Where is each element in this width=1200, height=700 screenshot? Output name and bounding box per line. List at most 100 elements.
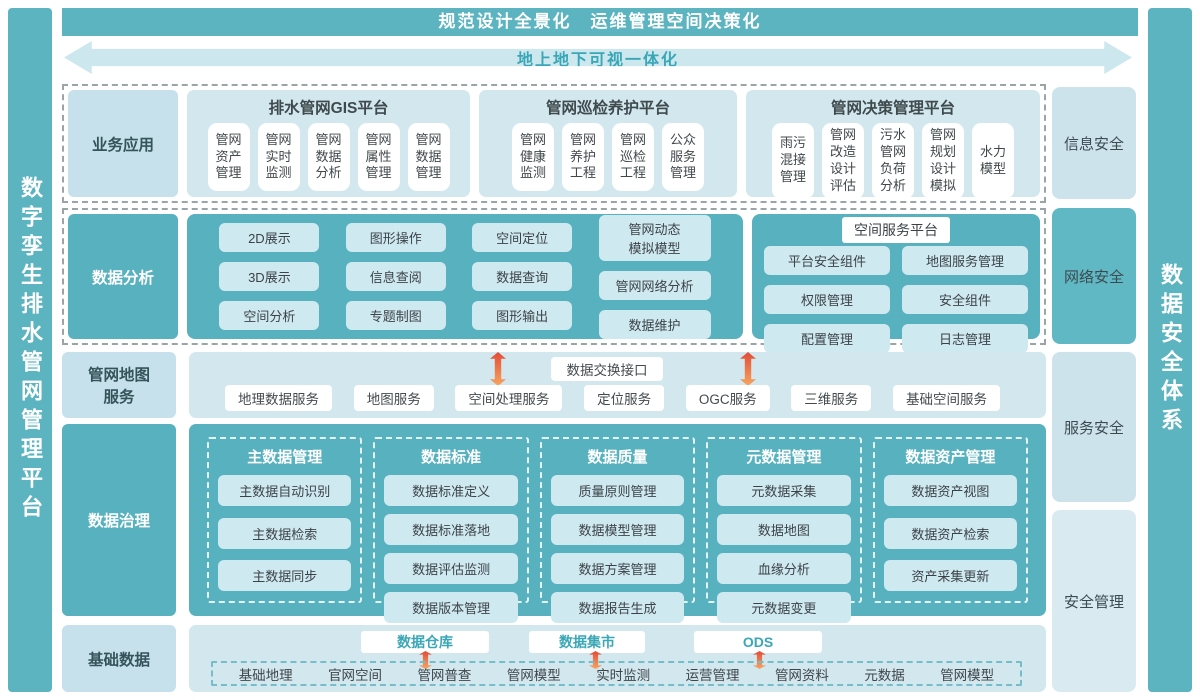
business-app-box: 管网 数据 管理: [407, 123, 450, 191]
spatial-service-box: 安全组件: [902, 285, 1028, 314]
governance-box: 元数据变更: [717, 592, 851, 623]
map-service-box: OGC服务: [685, 385, 770, 411]
governance-box: 数据资产视图: [883, 475, 1018, 506]
governance-column-title: 数据资产管理: [905, 449, 996, 466]
governance-column-items: 元数据采集数据地图血缘分析元数据变更: [717, 475, 851, 623]
governance-box: 数据版本管理: [384, 592, 518, 623]
governance-box: 数据标准落地: [384, 514, 518, 545]
business-app-box: 管网 规划 设计 模拟: [922, 123, 964, 199]
row-base-data: 基础数据 数据仓库 数据集市 ODS 基础地理官网空间管网普查管网模型实时监测运…: [62, 625, 1046, 692]
governance-box: 资产采集更新: [883, 560, 1018, 591]
governance-box: 数据评估监测: [384, 553, 518, 584]
platform-gis-title: 排水管网GIS平台: [268, 100, 389, 117]
platform-gis-items: 管网 资产 管理管网 实时 监测管网 数据 分析管网 属性 管理管网 数据 管理: [191, 123, 466, 191]
governance-column-data-standard: 数据标准 数据标准定义数据标准落地数据评估监测数据版本管理: [373, 437, 529, 623]
left-title-bar: 数字孪生排水管网管理平台: [8, 8, 52, 692]
spatial-service-box: 平台安全组件: [764, 246, 890, 275]
platform-gis: 排水管网GIS平台 管网 资产 管理管网 实时 监测管网 数据 分析管网 属性 …: [187, 90, 470, 197]
base-data-item: 官网空间: [328, 667, 383, 683]
analysis-box: 图形操作: [345, 223, 446, 252]
map-service-box: 三维服务: [791, 385, 872, 411]
data-exchange-interface-box: 数据交换接口: [551, 357, 663, 381]
governance-box: 数据标准定义: [384, 475, 518, 506]
base-data-panel: 数据仓库 数据集市 ODS 基础地理官网空间管网普查管网模型实时监测运营管理管网…: [189, 625, 1046, 692]
row-business-applications: 业务应用 排水管网GIS平台 管网 资产 管理管网 实时 监测管网 数据 分析管…: [62, 84, 1046, 203]
map-service-box: 地理数据服务: [225, 385, 332, 411]
data-mart-box: 数据集市: [529, 631, 645, 653]
map-service-box: 空间处理服务: [455, 385, 563, 411]
platform-title-vertical: 数字孪生排水管网管理平台: [18, 176, 43, 524]
row-data-governance: 数据治理 主数据管理 主数据自动识别主数据检索主数据同步 数据标准 数据标准定义…: [62, 424, 1046, 623]
security-box-service: 服务安全: [1052, 352, 1136, 502]
business-app-box: 管网 养护 工程: [562, 123, 604, 191]
base-data-items: 基础地理官网空间管网普查管网模型实时监测运营管理管网资料元数据管网模型: [211, 661, 1022, 686]
business-app-box: 管网 改造 设计 评估: [822, 123, 864, 199]
exchange-arrow-icon: [740, 352, 756, 386]
business-app-box: 管网 健康 监测: [512, 123, 554, 191]
governance-box: 质量原则管理: [550, 475, 685, 506]
analysis-box: 2D展示: [219, 223, 320, 252]
governance-box: 数据资产检索: [883, 517, 1018, 549]
governance-column-items: 质量原则管理数据模型管理数据方案管理数据报告生成: [550, 475, 685, 623]
governance-column-metadata: 元数据管理 元数据采集数据地图血缘分析元数据变更: [706, 437, 862, 623]
spatial-service-box: 地图服务管理: [902, 246, 1028, 275]
analysis-box: 数据查询: [472, 262, 573, 291]
horizontal-arrow-banner: 地上地下可视一体化: [64, 41, 1132, 74]
base-data-item: 实时监测: [596, 667, 651, 683]
spatial-service-column-1: 平台安全组件权限管理配置管理: [764, 246, 890, 353]
platform-decision-title: 管网决策管理平台: [830, 100, 955, 117]
governance-box: 主数据同步: [218, 560, 352, 591]
governance-column-items: 数据资产视图数据资产检索资产采集更新: [883, 475, 1018, 591]
spatial-service-box: 日志管理: [902, 324, 1028, 353]
business-app-box: 水力 模型: [972, 123, 1014, 199]
governance-box: 数据模型管理: [550, 514, 685, 545]
governance-column-title: 元数据管理: [746, 449, 822, 466]
analysis-box: 空间分析: [219, 301, 320, 330]
spatial-service-platform-panel: 空间服务平台 平台安全组件权限管理配置管理 地图服务管理安全组件日志管理: [752, 214, 1040, 353]
platform-inspection-title: 管网巡检养护平台: [545, 100, 670, 117]
ods-box: ODS: [694, 631, 822, 653]
base-data-item: 元数据: [864, 667, 905, 683]
governance-box: 血缘分析: [717, 553, 851, 584]
spatial-service-box: 配置管理: [764, 324, 890, 353]
governance-column-data-quality: 数据质量 质量原则管理数据模型管理数据方案管理数据报告生成: [539, 437, 696, 623]
analysis-box: 空间定位: [472, 223, 573, 252]
spatial-service-column-2: 地图服务管理安全组件日志管理: [902, 246, 1028, 353]
base-data-item: 管网资料: [774, 667, 829, 683]
governance-column-title: 数据质量: [587, 449, 648, 466]
governance-column-data-assets: 数据资产管理 数据资产视图数据资产检索资产采集更新: [872, 437, 1029, 603]
governance-column-title: 主数据管理: [247, 449, 323, 466]
governance-box: 主数据自动识别: [218, 475, 352, 506]
governance-box: 数据地图: [717, 514, 851, 545]
right-title-bar: 数据安全体系: [1148, 8, 1192, 692]
arrow-banner-label: 地上地下可视一体化: [516, 51, 679, 69]
security-box-management: 安全管理: [1052, 510, 1136, 692]
governance-column-master-data: 主数据管理 主数据自动识别主数据检索主数据同步: [207, 437, 363, 603]
business-app-box: 管网 属性 管理: [357, 123, 400, 191]
analysis-box: 3D展示: [219, 262, 320, 291]
spatial-service-platform-tab: 空间服务平台: [842, 217, 950, 243]
platform-decision: 管网决策管理平台 雨污 混接 管理管网 改造 设计 评估污水 管网 负荷 分析管…: [746, 90, 1040, 199]
governance-column-title: 数据标准: [421, 449, 482, 466]
governance-box: 数据方案管理: [550, 553, 685, 584]
top-banner: 规范设计全景化 运维管理空间决策化: [62, 8, 1138, 36]
row-label-base-data: 基础数据: [62, 625, 176, 692]
analysis-box: 专题制图: [345, 301, 446, 330]
platform-inspection: 管网巡检养护平台 管网 健康 监测管网 养护 工程管网 巡检 工程公众 服务 管…: [479, 90, 737, 197]
platform-inspection-items: 管网 健康 监测管网 养护 工程管网 巡检 工程公众 服务 管理: [483, 123, 733, 191]
business-app-box: 公众 服务 管理: [662, 123, 704, 191]
analysis-column-2: 图形操作信息查阅专题制图: [345, 223, 446, 330]
analysis-box: 管网网络分析: [598, 270, 711, 300]
row-label-map-services: 管网地图 服务: [62, 352, 176, 418]
business-app-box: 污水 管网 负荷 分析: [872, 123, 914, 199]
analysis-box: 管网动态 模拟模型: [598, 214, 711, 261]
business-app-box: 雨污 混接 管理: [772, 123, 814, 199]
business-app-box: 管网 数据 分析: [307, 123, 350, 191]
data-warehouse-box: 数据仓库: [361, 631, 489, 653]
